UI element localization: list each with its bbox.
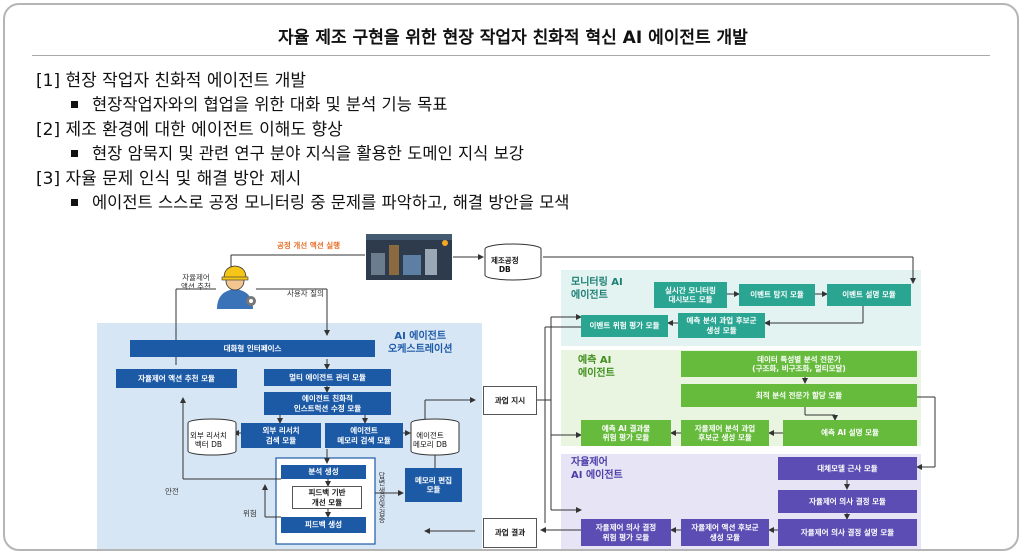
control-title: 자율제어 AI 에이전트	[571, 457, 623, 481]
database-icon	[187, 418, 237, 456]
slide-frame: 자율 제조 구현을 위한 현장 작업자 친화적 혁신 AI 에이전트 개발 [1…	[3, 3, 1019, 551]
candidate-module: 예측 분석 과업 후보군 생성 모듈	[678, 313, 765, 338]
point-2-label: [2] 제조 환경에 대한 에이전트 이해도 향상	[36, 120, 343, 140]
control-candidate-module: 자율제어 분석 과업 후보군 생성 모듈	[681, 420, 769, 446]
result-eval-module: 예측 AI 결과물 위험 평가 모듈	[581, 420, 671, 446]
action-candidate-module: 자율제어 액션 후보군 생성 모듈	[681, 519, 769, 546]
analysis-gen-module: 분석 생성	[281, 465, 366, 479]
slide-title: 자율 제조 구현을 위한 현장 작업자 친화적 혁신 AI 에이전트 개발	[278, 28, 748, 48]
database-icon	[410, 418, 460, 456]
risk-label: 위험	[243, 509, 257, 518]
title-divider	[32, 55, 990, 56]
memory-db-label: 에이전트 메모리 DB	[413, 431, 448, 450]
surrogate-module: 대체모델 근사 모듈	[778, 457, 917, 480]
decision-risk-module: 자율제어 의사 결정 위험 평가 모듈	[581, 519, 671, 546]
process-instruction-box: 과업 지시	[483, 386, 537, 415]
top-action-label: 공정 개선 액션 실행	[277, 241, 341, 250]
point-3-sub: 에이전트 스스로 공정 모니터링 중 문제를 파악하고, 해결 방안을 모색	[92, 193, 570, 212]
instruction-module: 에이전트 친화적 인스트럭션 수정 모듈	[264, 392, 391, 415]
event-detect-module: 이벤트 탐지 모듈	[739, 284, 815, 306]
action-recommend-label: 자율제어 액션 추천	[181, 273, 211, 292]
multi-agent-module: 멀티 에이전트 관리 모듈	[264, 369, 391, 386]
point-1-sub: 현장작업자와의 협업을 위한 대화 및 분석 기능 목표	[92, 95, 448, 114]
bullet-square-icon	[71, 199, 78, 206]
orchestration-title: AI 에이전트 오케스트레이션	[388, 331, 453, 355]
point-3-label: [3] 자율 문제 인식 및 해결 방안 제시	[36, 169, 302, 189]
user-query-label: 사용자 질의	[287, 289, 324, 298]
chat-interface-module: 대화형 인터페이스	[130, 340, 375, 357]
prediction-explain-module: 예측 AI 설명 모듈	[783, 420, 917, 446]
monitoring-title: 모니터링 AI 에이전트	[571, 277, 623, 301]
decision-module: 자율제어 의사 결정 모듈	[778, 490, 917, 513]
assign-module: 최적 분석 전문가 할당 모듈	[681, 384, 917, 407]
bullet-square-icon	[71, 150, 78, 157]
memory-edit-module: 메모리 편집 모듈	[405, 468, 462, 502]
worker-avatar-icon	[217, 265, 256, 309]
decision-explain-module: 자율제어 의사 결정 설명 모듈	[778, 519, 917, 546]
database-icon	[484, 243, 542, 281]
factory-image	[366, 234, 452, 280]
vertical-verify-label: 답변 생성 및 검증	[378, 472, 386, 525]
ext-search-module: 외부 리서치 검색 모듈	[241, 423, 321, 448]
safe-label: 안전	[165, 487, 179, 496]
bullet-square-icon	[71, 101, 78, 108]
point-1-label: [1] 현장 작업자 친화적 에이전트 개발	[36, 71, 307, 91]
feedback-gen-module: 피드백 생성	[281, 517, 366, 533]
dashboard-module: 실시간 모니터링 대시보드 모듈	[654, 282, 727, 308]
data-expert-module: 데이터 특성별 분석 전문가 (구조화, 비구조화, 멀티모달)	[681, 351, 917, 377]
process-result-box: 과업 결과	[483, 518, 537, 548]
event-explain-module: 이벤트 설명 모듈	[827, 284, 911, 306]
mem-search-module: 에이전트 메모리 검색 모듈	[325, 423, 403, 448]
risk-eval-module: 이벤트 위험 평가 모듈	[581, 315, 668, 337]
feedback-improve-module: 피드백 기반 개선 모듈	[292, 486, 362, 509]
action-recommend-module: 자율제어 액션 추천 모듈	[116, 369, 237, 388]
vector-db-label: 외부 리서치 벡터 DB	[190, 431, 227, 450]
db-main-label: 제조공정 DB	[491, 256, 519, 275]
prediction-title: 예측 AI 에이전트	[578, 355, 615, 379]
point-2-sub: 현장 암묵지 및 관련 연구 분야 지식을 활용한 도메인 지식 보강	[92, 144, 524, 163]
